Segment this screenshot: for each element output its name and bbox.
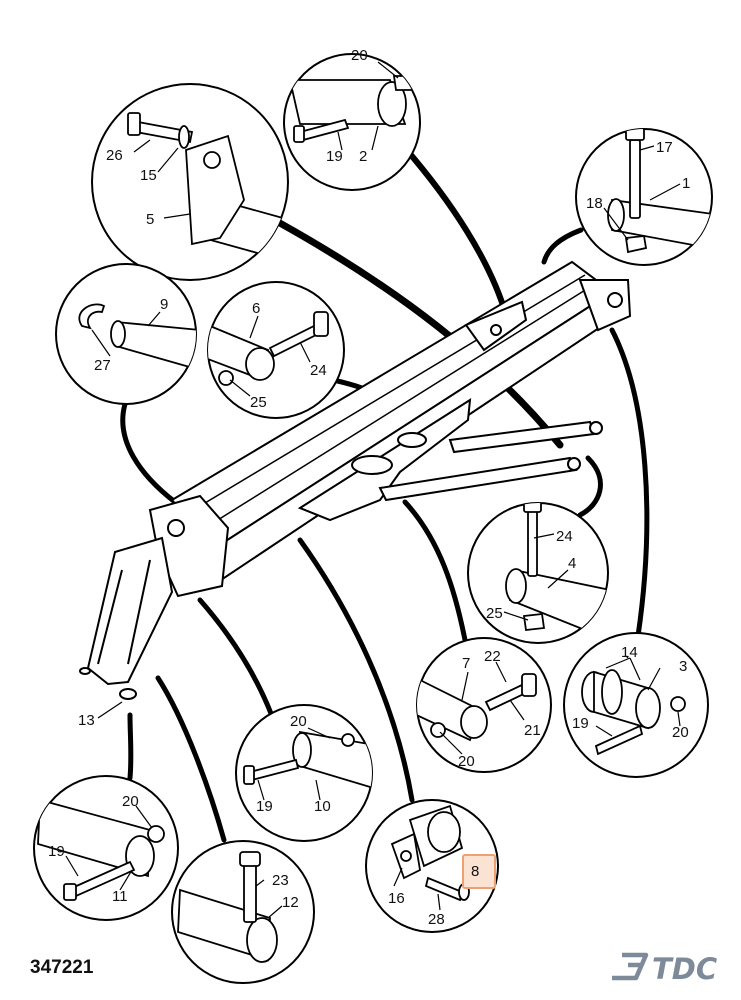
callout-3: 3 xyxy=(679,658,687,675)
callout-2: 2 xyxy=(359,148,367,165)
detail-circle-11 xyxy=(33,775,179,921)
callout-20-d: 20 xyxy=(290,713,307,730)
boom-assembly xyxy=(79,260,632,700)
callout-18: 18 xyxy=(586,195,603,212)
callout-20-e: 20 xyxy=(122,793,139,810)
detail-circle-12 xyxy=(171,840,315,984)
detail-circle-4 xyxy=(467,502,609,644)
callout-25-b: 25 xyxy=(486,605,503,622)
callout-7: 7 xyxy=(462,655,470,672)
leader-bands xyxy=(120,145,650,843)
callout-23: 23 xyxy=(272,872,289,889)
callout-10: 10 xyxy=(314,798,331,815)
callout-14: 14 xyxy=(621,644,638,661)
tdc-logo-text: TDC xyxy=(652,952,717,986)
callout-21: 21 xyxy=(524,722,541,739)
detail-circle-10 xyxy=(235,704,373,842)
callout-15: 15 xyxy=(140,167,157,184)
detail-circle-5 xyxy=(91,83,289,281)
callout-8: 8 xyxy=(471,863,479,880)
detail-circle-6 xyxy=(207,281,345,419)
callout-19-d: 19 xyxy=(48,843,65,860)
detail-circle-7 xyxy=(416,637,552,773)
callout-27: 27 xyxy=(94,357,111,374)
callout-4: 4 xyxy=(568,555,576,572)
detail-circle-2 xyxy=(283,53,421,191)
callout-labels: 1 2 3 4 5 6 7 8 9 10 11 12 13 14 15 16 1… xyxy=(48,47,690,928)
vertical-post xyxy=(86,536,174,686)
callout-20-b: 20 xyxy=(458,753,475,770)
detail-circle-9 xyxy=(55,263,197,405)
callout-9: 9 xyxy=(160,296,168,313)
figure-number: 347221 xyxy=(30,957,94,978)
callout-24-a: 24 xyxy=(310,362,327,379)
callout-12: 12 xyxy=(282,894,299,911)
tdc-logo-icon xyxy=(612,952,649,981)
callout-22: 22 xyxy=(484,648,501,665)
callout-19-a: 19 xyxy=(326,148,343,165)
callout-11: 11 xyxy=(112,888,128,905)
callout-17: 17 xyxy=(656,139,673,156)
callout-leaders xyxy=(65,61,681,919)
highlight-box xyxy=(462,854,496,889)
detail-circle-1 xyxy=(575,128,713,266)
callout-19-b: 19 xyxy=(572,715,589,732)
callout-13: 13 xyxy=(78,712,95,729)
callout-28: 28 xyxy=(428,911,445,928)
callout-16: 16 xyxy=(388,890,405,907)
detail-circle-8 xyxy=(365,799,499,933)
callout-1: 1 xyxy=(682,175,690,192)
callout-24-b: 24 xyxy=(556,528,573,545)
tdc-logo: TDC xyxy=(612,952,717,986)
callout-6: 6 xyxy=(252,300,260,317)
callout-20-a: 20 xyxy=(351,47,368,64)
callout-20-c: 20 xyxy=(672,724,689,741)
callout-5: 5 xyxy=(146,211,154,228)
callout-19-c: 19 xyxy=(256,798,273,815)
callout-25-a: 25 xyxy=(250,394,267,411)
detail-circle-3 xyxy=(563,632,709,778)
callout-26: 26 xyxy=(106,147,123,164)
ram-rod xyxy=(448,420,596,454)
